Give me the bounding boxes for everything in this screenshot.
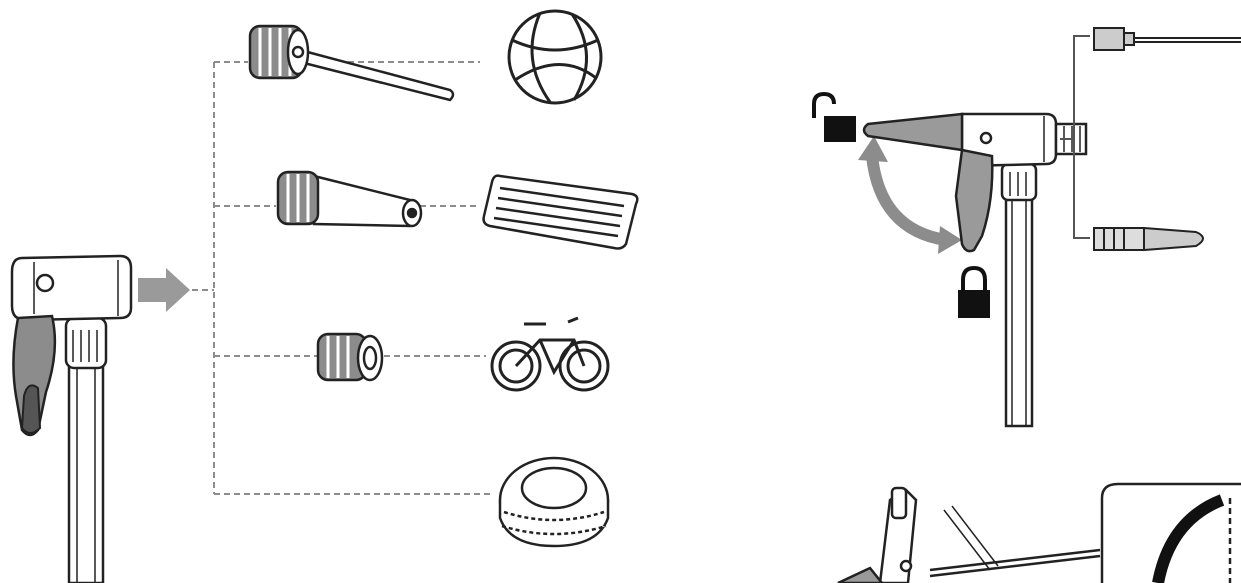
bicycle-icon (492, 318, 608, 390)
schrader-valve-icon (1094, 228, 1203, 250)
lock-icon (958, 268, 990, 318)
arrow-right-icon (138, 268, 190, 312)
car-tire-icon (500, 458, 608, 546)
rotate-arrow-icon (858, 136, 962, 254)
presta-valve-adapter-icon (318, 334, 382, 380)
pump-head-icon (12, 256, 131, 583)
partial-detail-panel (838, 484, 1241, 583)
unlock-icon (814, 94, 856, 142)
presta-valve-icon (1094, 28, 1241, 50)
cone-nozzle-adapter-icon (278, 172, 421, 226)
connector-lines (192, 62, 494, 494)
inflatable-mattress-icon (484, 176, 638, 249)
basketball-icon (509, 11, 601, 103)
